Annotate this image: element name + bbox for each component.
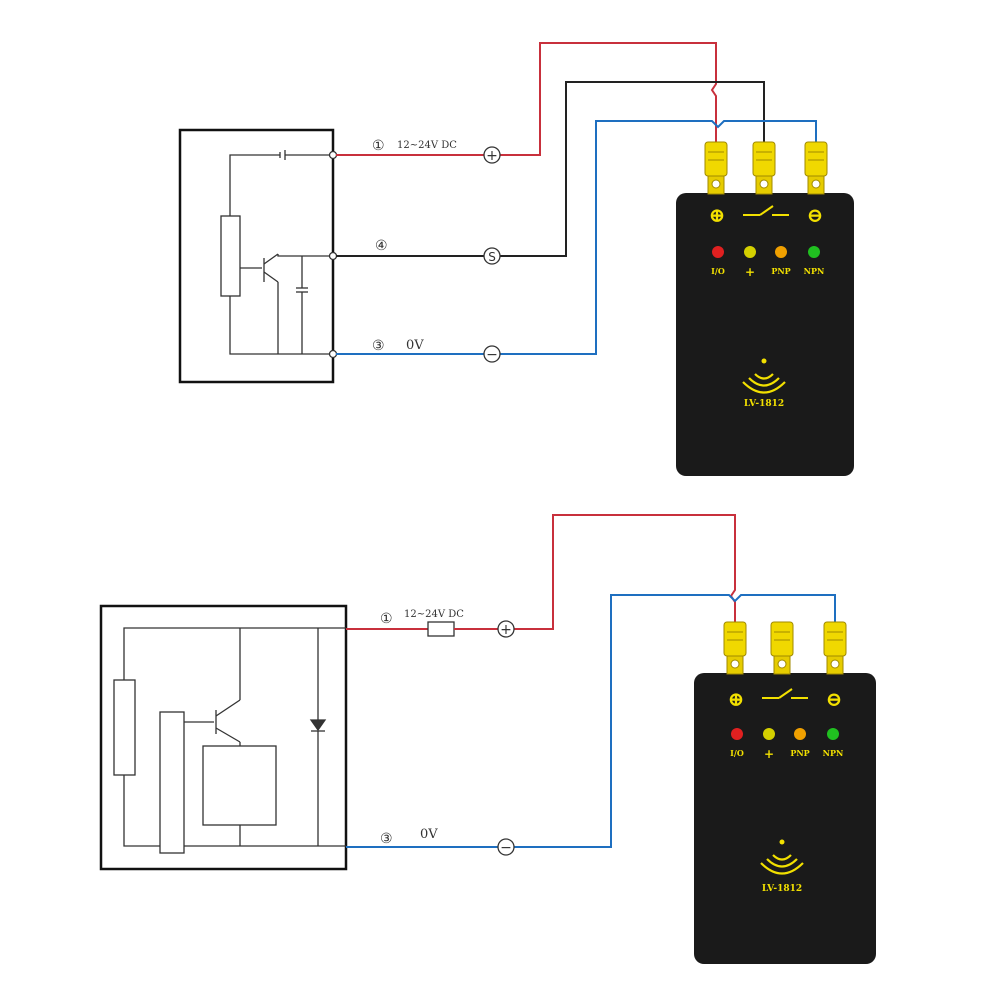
bottom-diagram: ① 12~24V DC ③ 0V + − [99, 514, 876, 964]
top-wire-3-label: ③ [372, 338, 385, 354]
bottom-wire-3-label: ③ [380, 831, 393, 847]
bottom-wire-1-voltage: 12~24V DC [404, 609, 464, 620]
bottom-wire-3-voltage: 0V [420, 827, 438, 842]
top-node-plus: + [483, 146, 501, 164]
bottom-tester-device: ⊕ ⊖ I/O + PNP NPN LV-1812 [694, 621, 876, 964]
bottom-terminal-minus[interactable] [823, 621, 847, 675]
top-node-plus-symbol: + [486, 148, 498, 164]
bottom-device-plus-symbol: ⊕ [728, 687, 745, 711]
bottom-wire-1-label: ① [380, 611, 393, 627]
top-sensor-circuit [220, 150, 333, 355]
bottom-fuse [427, 621, 455, 637]
bottom-sensor-housing [99, 604, 348, 871]
top-node-signal: S [483, 247, 501, 265]
top-led-label-plus: + [745, 265, 755, 279]
top-terminal-minus[interactable] [804, 141, 828, 195]
top-terminal-signal[interactable] [752, 141, 776, 195]
bottom-device-minus-symbol: ⊖ [826, 687, 843, 711]
bottom-device-model: LV-1812 [762, 884, 802, 894]
bottom-led-label-pnp: PNP [790, 748, 809, 758]
top-wire-1-voltage: 12~24V DC [397, 140, 457, 151]
bottom-wire-power-run [514, 514, 736, 630]
bottom-node-minus-symbol: − [500, 840, 512, 856]
top-led-npn [808, 246, 820, 258]
bottom-led-npn [827, 728, 839, 740]
top-wire-1-label: ① [372, 138, 385, 154]
top-led-plus [744, 246, 756, 258]
top-led-label-io: I/O [711, 266, 725, 276]
bottom-node-minus: − [497, 838, 515, 856]
bottom-led-pnp [794, 728, 806, 740]
top-device-model: LV-1812 [744, 399, 784, 409]
top-terminal-plus[interactable] [704, 141, 728, 195]
top-node-signal-symbol: S [488, 250, 496, 264]
bottom-sensor-circuit [113, 627, 346, 854]
bottom-led-io [731, 728, 743, 740]
top-node-minus-symbol: − [486, 347, 498, 363]
top-wire-3-voltage: 0V [406, 338, 424, 353]
top-node-minus: − [483, 345, 501, 363]
top-device-minus-symbol: ⊖ [807, 203, 824, 227]
top-wireless-icon [742, 358, 786, 394]
bottom-led-plus [763, 728, 775, 740]
top-diagram: ① 12~24V DC ④ ③ 0V + S − [178, 42, 854, 476]
bottom-wire-ground-run [514, 594, 836, 848]
top-wire-signal-run [500, 81, 765, 257]
top-device-plus-symbol: ⊕ [709, 203, 726, 227]
bottom-switch-icon [762, 688, 808, 699]
top-led-pnp [775, 246, 787, 258]
top-wire-4-label: ④ [375, 238, 388, 254]
top-wire-ground-run [500, 120, 817, 355]
bottom-terminal-signal[interactable] [770, 621, 794, 675]
bottom-node-plus: + [497, 620, 515, 638]
bottom-node-plus-symbol: + [500, 622, 512, 638]
top-led-io [712, 246, 724, 258]
top-tester-device: ⊕ ⊖ I/O + PNP NPN LV-1812 [676, 141, 854, 476]
bottom-terminal-plus[interactable] [723, 621, 747, 675]
top-led-label-npn: NPN [804, 266, 825, 276]
bottom-wireless-icon [760, 839, 804, 875]
top-wire-power-run [500, 42, 717, 156]
bottom-led-label-plus: + [764, 747, 774, 761]
top-switch-icon [743, 205, 789, 216]
bottom-led-label-npn: NPN [823, 748, 844, 758]
bottom-led-label-io: I/O [730, 748, 744, 758]
top-led-label-pnp: PNP [771, 266, 790, 276]
